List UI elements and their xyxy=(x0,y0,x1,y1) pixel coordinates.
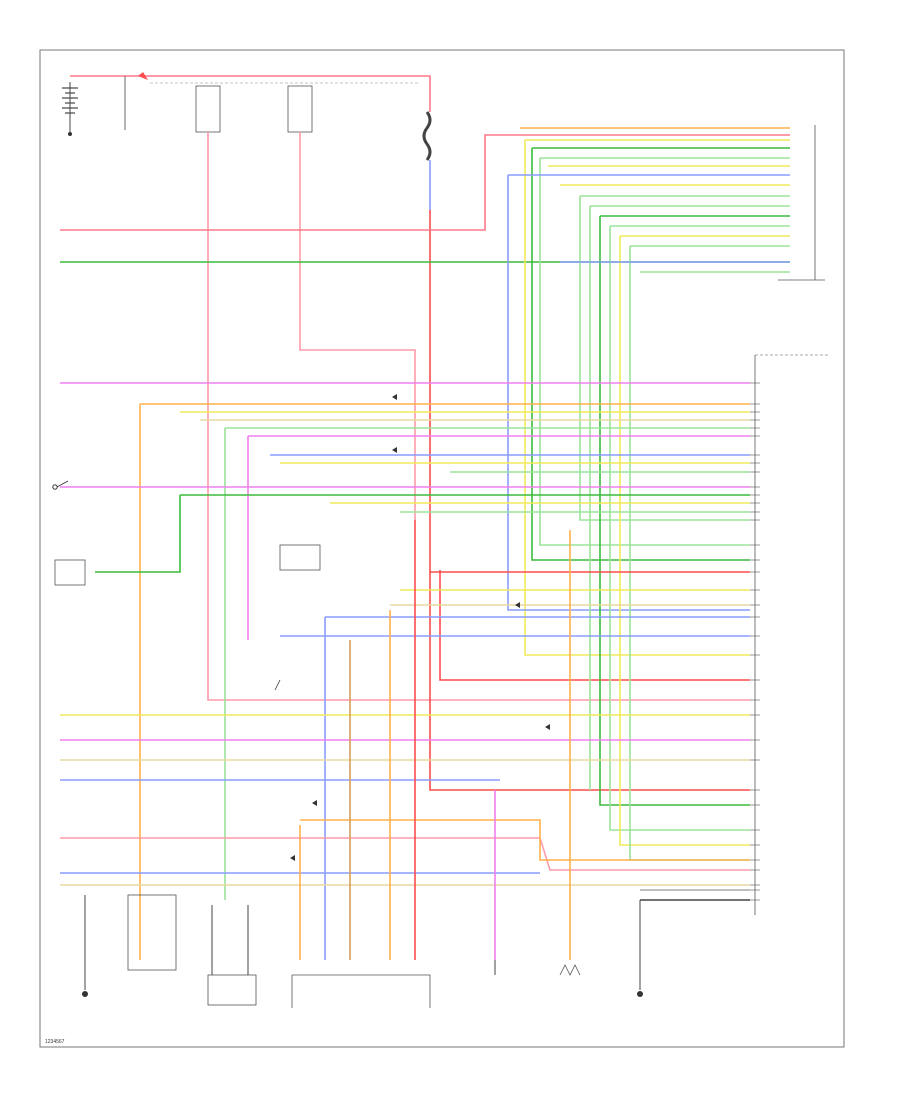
bottom-components xyxy=(82,894,643,1008)
upper-right-connector xyxy=(778,125,825,281)
footer-code: 1234567 xyxy=(45,1039,65,1045)
left-switch-box xyxy=(54,559,86,586)
relay-box xyxy=(279,544,321,571)
diagram-frame xyxy=(39,49,845,1048)
connector-markers xyxy=(290,394,550,861)
left-switch-1 xyxy=(52,480,69,490)
pcm-connector xyxy=(754,354,830,915)
pcm-terminals xyxy=(750,382,760,901)
battery xyxy=(62,82,78,136)
